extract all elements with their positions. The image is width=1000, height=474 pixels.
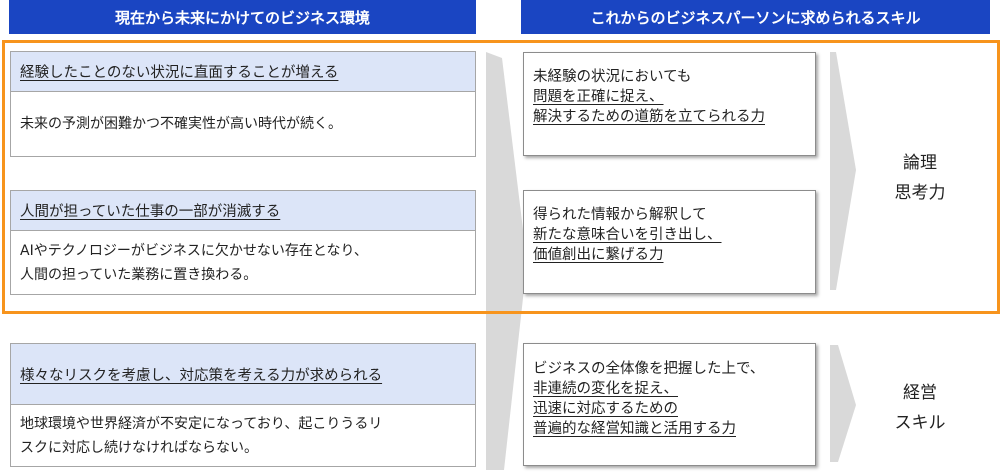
skill-detail-underlined: 新たな意味合いを引き出し、 [533,227,722,243]
header-required-skills: これからのビジネスパーソンに求められるスキル [521,0,990,34]
skill-detail-card-3: ビジネスの全体像を把握した上で、 非連続の変化を捉え、 迅速に対応するための 普… [523,343,816,466]
skill-detail-underlined: 普遍的な経営知識と活用する力 [533,420,736,437]
environment-title: 様々なリスクを考慮し、対応策を考える力が求められる [11,344,475,405]
environment-body-line: 未来の予測が困難かつ不確実性が高い時代が続く。 [20,116,342,132]
highlight-frame [2,40,1000,314]
skill-detail-plain: ビジネスの全体像を把握した上で、 [533,360,765,377]
environment-card-2: 人間が担っていた仕事の一部が消滅する AIやテクノロジーがビジネスに欠かせない存… [10,190,476,295]
main-arrow-shape [486,52,527,470]
environment-card-3: 様々なリスクを考慮し、対応策を考える力が求められる 地球環境や世界経済が不安定に… [10,343,476,467]
environment-body-line: 人間の担っていた業務に置き換わる。 [20,266,258,283]
environment-body-line: AIやテクノロジーがビジネスに欠かせない存在となり、 [20,242,368,259]
environment-title: 人間が担っていた仕事の一部が消滅する [11,191,475,231]
arrow-to-management-skill [830,345,856,462]
skill-detail-underlined: 解決するための道筋を立てられる力 [533,109,765,125]
skill-management: 経営 スキル [894,383,946,433]
environment-body-line: スクに対応し続けなければならない。 [20,439,258,456]
environment-card-1: 経験したことのない状況に直面することが増える 未来の予測が困難かつ不確実性が高い… [10,51,476,157]
environment-body-line: 地球環境や世界経済が不安定になっており、起こりうるリ [20,415,383,432]
skill-detail-underlined: 価値創出に繋げる力 [533,247,664,263]
skill-detail-underlined: 迅速に対応するための [533,400,678,417]
skill-detail-underlined: 非連続の変化を捉え、 [533,380,678,397]
skill-detail-underlined: 問題を正確に捉え、 [533,89,664,105]
skill-detail-card-2: 得られた情報から解釈して 新たな意味合いを引き出し、 価値創出に繋げる力 [523,190,816,294]
skill-detail-card-1: 未経験の状況においても 問題を正確に捉え、 解決するための道筋を立てられる力 [523,52,816,156]
skill-detail-plain: 未経験の状況においても [533,69,692,85]
skill-logical-thinking: 論理 思考力 [894,153,946,203]
skill-detail-plain: 得られた情報から解釈して [533,207,707,223]
environment-title: 経験したことのない状況に直面することが増える [11,52,475,92]
arrow-to-logical-thinking [830,52,856,290]
header-current-environment: 現在から未来にかけてのビジネス環境 [9,0,476,34]
